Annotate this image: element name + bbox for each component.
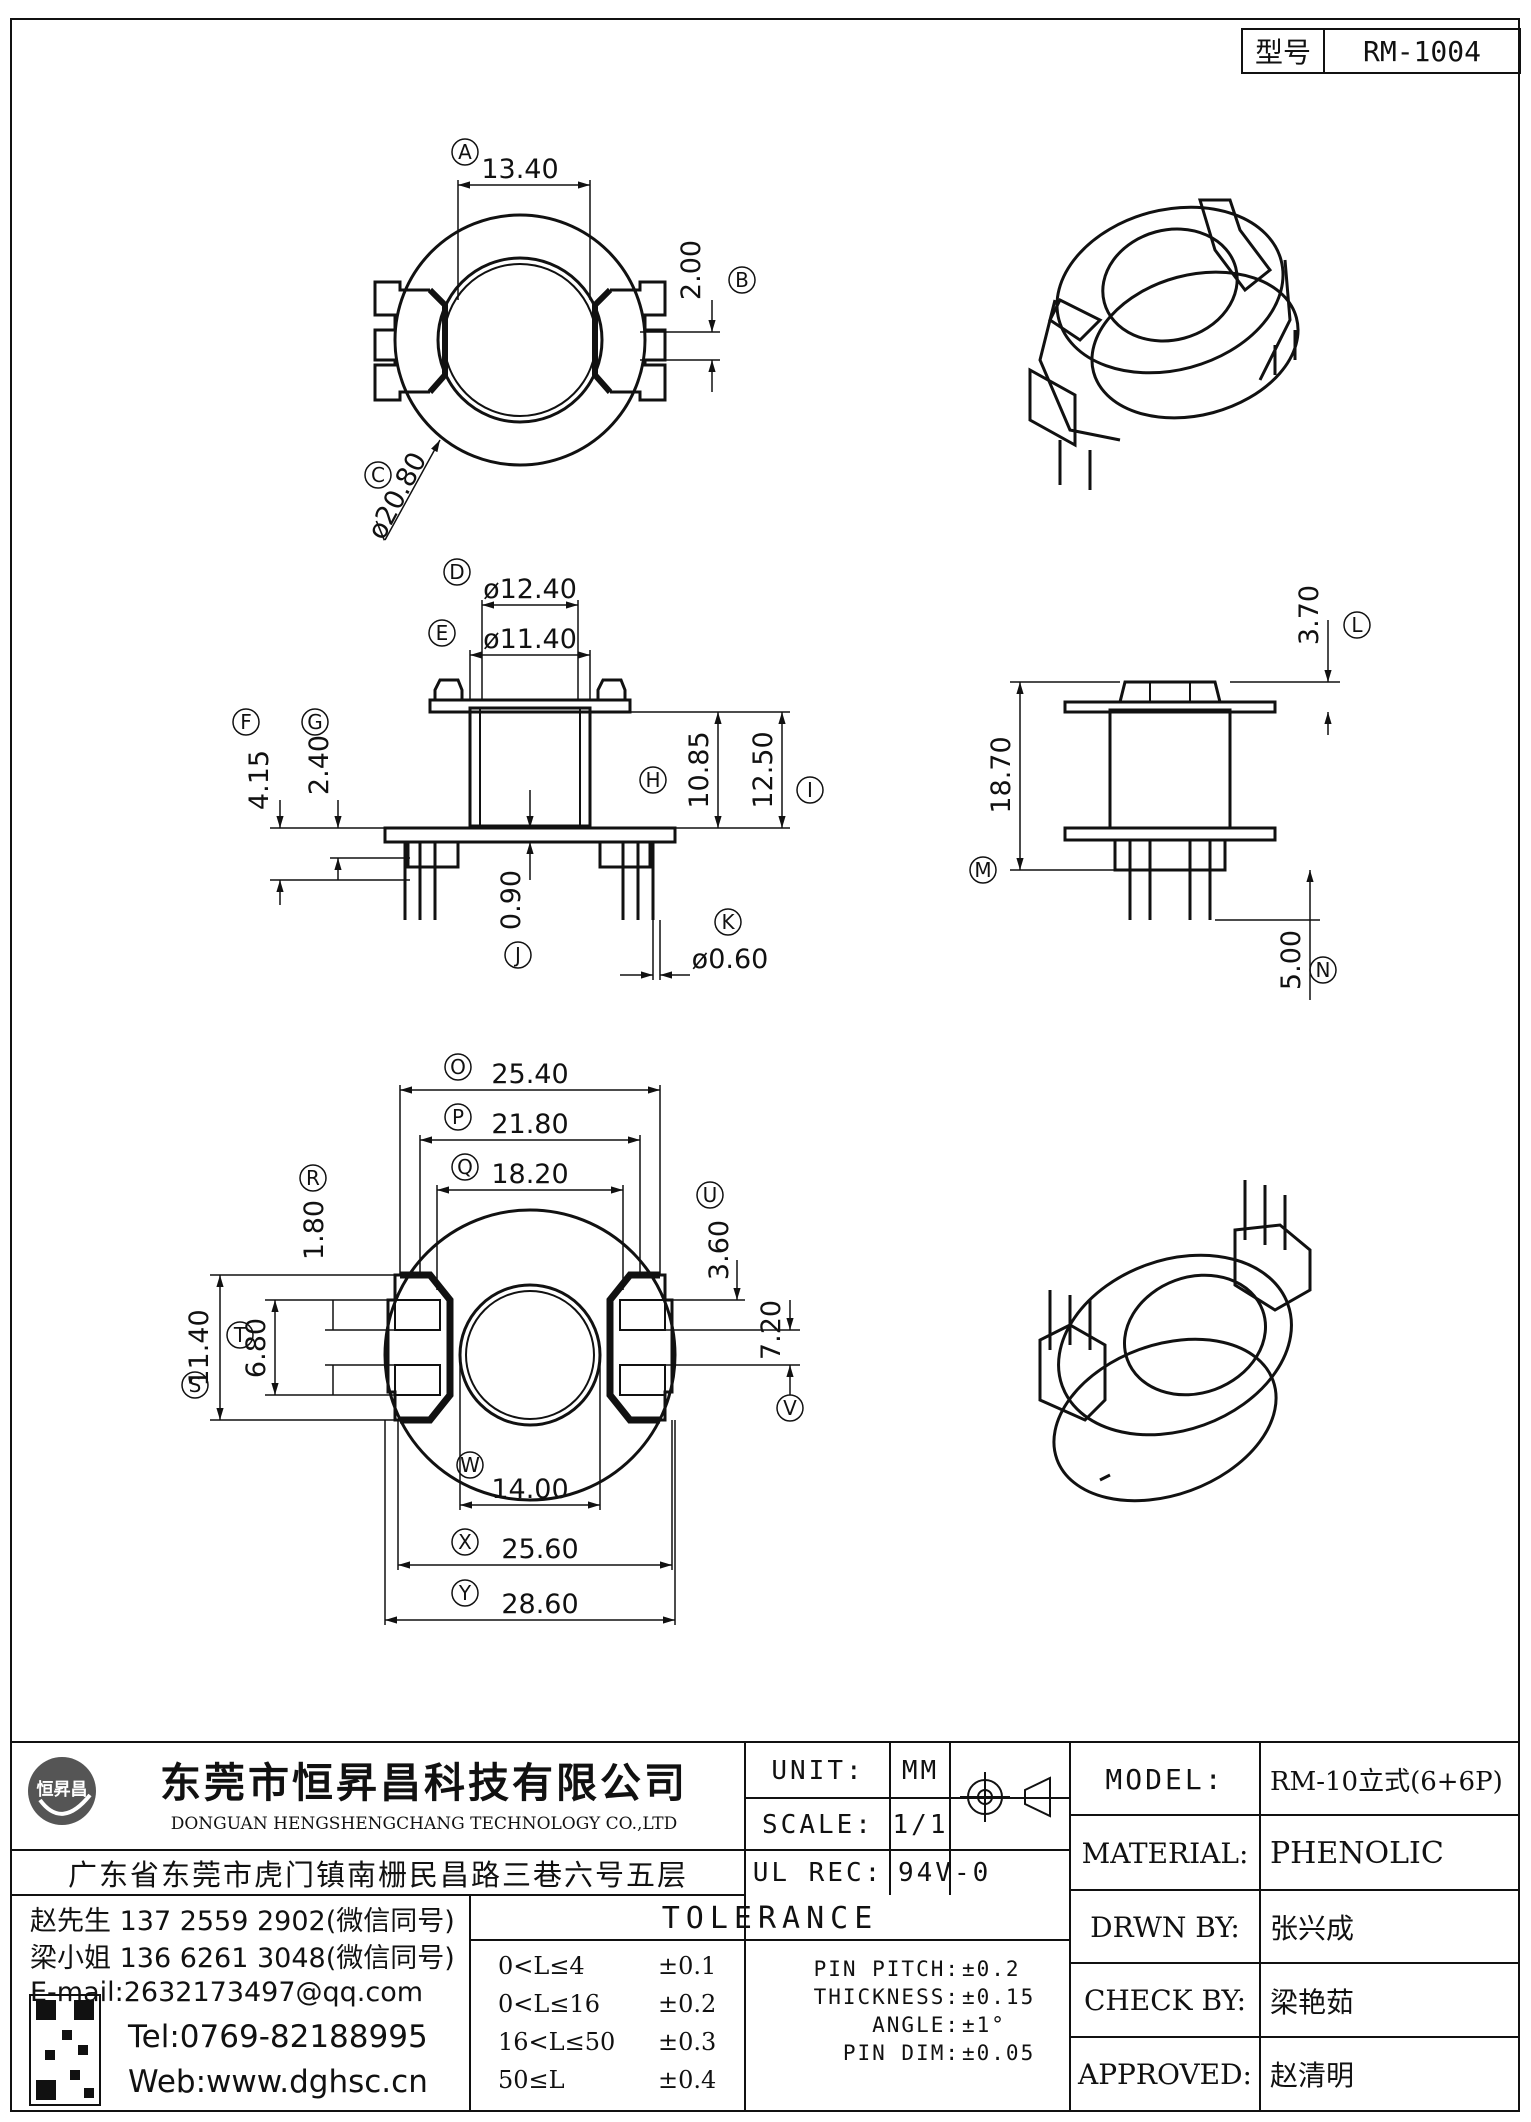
svg-text:Q: Q [457, 1155, 473, 1179]
company-name-cn: 东莞市恒昇昌科技有限公司 [160, 1759, 688, 1807]
email[interactable]: E-mail:2632173497@qq.com [30, 1976, 424, 2008]
dim-A: 13.40 [481, 154, 558, 185]
drawing-sheet [10, 18, 1520, 2112]
svg-text:M: M [974, 858, 991, 882]
dim-D: ø12.40 [483, 574, 577, 605]
svg-text:K: K [721, 910, 735, 934]
approved-label: APPROVED: [1078, 2057, 1252, 2091]
dim-G: 2.40 [304, 735, 335, 795]
bottom-view [210, 1085, 800, 1625]
reference-letters: A B C D E F G H I J K L M N O P Q R S T U V W X Y [189, 140, 1364, 1605]
check-by-label: CHECK BY: [1083, 1984, 1247, 2017]
top-view [373, 180, 720, 541]
model-label: MODEL: [1105, 1762, 1225, 1796]
svg-text:L: L [1351, 613, 1363, 637]
drawn-by-label: DRWN BY: [1090, 1910, 1240, 1944]
dim-C: ø20.80 [362, 447, 433, 544]
svg-text:D: D [449, 560, 464, 584]
dim-L: 3.70 [1294, 585, 1325, 645]
model-label: 型号 [1243, 30, 1325, 72]
svg-text:G: G [307, 710, 323, 734]
svg-text:A: A [458, 140, 472, 164]
dim-E: ø11.40 [483, 624, 577, 655]
dim-W: 14.00 [491, 1474, 568, 1505]
logo-text: 恒昇昌 [37, 1779, 88, 1800]
svg-text:B: B [735, 268, 749, 292]
material-value: PHENOLIC [1270, 1835, 1444, 1871]
projection-symbol [960, 1772, 1051, 1822]
dim-Q: 18.20 [491, 1159, 568, 1190]
unit-value: MM [901, 1756, 940, 1786]
dim-R: 1.80 [299, 1200, 330, 1260]
svg-text:Y: Y [458, 1581, 472, 1605]
svg-text:I: I [807, 778, 813, 802]
svg-text:S: S [189, 1373, 202, 1397]
dim-P: 21.80 [491, 1109, 568, 1140]
check-by-value: 梁艳茹 [1270, 1985, 1355, 2019]
svg-text:V: V [783, 1396, 797, 1420]
company-logo [28, 1757, 96, 1825]
dim-V: 7.20 [756, 1300, 787, 1360]
drawn-by-value: 张兴成 [1270, 1912, 1355, 1945]
dim-J: 0.90 [496, 870, 527, 930]
part-number: RM-1004 [1362, 34, 1481, 68]
svg-text:O: O [450, 1055, 466, 1079]
dim-K: ø0.60 [692, 944, 769, 975]
dim-T: 6.80 [241, 1318, 272, 1378]
telephone[interactable]: Tel:0769-82188995 [128, 2019, 428, 2055]
dim-F: 4.15 [244, 750, 275, 810]
unit-label: UNIT: [771, 1756, 865, 1786]
svg-text:X: X [458, 1530, 472, 1554]
model-value: RM-10立式(6+6P) [1270, 1766, 1503, 1797]
svg-text:J: J [513, 943, 521, 967]
side-view [1010, 620, 1340, 1000]
svg-text:W: W [460, 1453, 480, 1477]
svg-text:T: T [233, 1323, 247, 1347]
svg-text:F: F [240, 710, 252, 734]
company-address: 广东省东莞市虎门镇南栅民昌路三巷六号五层 [67, 1858, 688, 1892]
dim-H: 10.85 [684, 731, 715, 808]
material-label: MATERIAL: [1081, 1836, 1249, 1870]
svg-text:U: U [703, 1183, 718, 1207]
ul-label: UL REC: [752, 1858, 884, 1888]
dim-I: 12.50 [748, 731, 779, 808]
svg-text:R: R [306, 1166, 320, 1190]
dim-N: 5.00 [1276, 930, 1307, 990]
model-header: 型号 RM-1004 [1241, 28, 1521, 74]
approved-value: 赵清明 [1270, 2059, 1355, 2092]
isometric-view-bottom [1038, 1180, 1312, 1503]
company-name-en: DONGUAN HENGSHENGCHANG TECHNOLOGY CO.,LT… [170, 1814, 678, 1834]
dim-B: 2.00 [676, 240, 707, 300]
website-link[interactable]: Web:www.dghsc.cn [128, 2064, 428, 2100]
contact-2: 梁小姐 136 6261 3048(微信同号) [30, 1942, 455, 1974]
svg-text:H: H [645, 768, 660, 792]
scale-value: 1/1 [892, 1810, 949, 1840]
dim-O: 25.40 [491, 1059, 568, 1090]
qr-code [29, 1994, 101, 2106]
svg-text:C: C [371, 463, 385, 487]
svg-text:N: N [1316, 958, 1331, 982]
scale-label: SCALE: [762, 1810, 874, 1840]
dim-U: 3.60 [704, 1220, 735, 1280]
reference-markers [181, 138, 1371, 1607]
isometric-view-top [1028, 198, 1300, 490]
dim-M: 18.70 [986, 736, 1017, 813]
dim-Y: 28.60 [501, 1589, 578, 1620]
tolerance-title: TOLERANCE [661, 1900, 879, 1936]
ul-value: 94V-0 [898, 1858, 992, 1888]
front-view [270, 600, 790, 980]
svg-text:P: P [452, 1105, 464, 1129]
contact-1: 赵先生 137 2559 2902(微信同号) [30, 1905, 455, 1937]
svg-text:E: E [436, 621, 449, 645]
dim-X: 25.60 [501, 1534, 578, 1565]
title-block-grid [10, 1741, 1520, 2112]
